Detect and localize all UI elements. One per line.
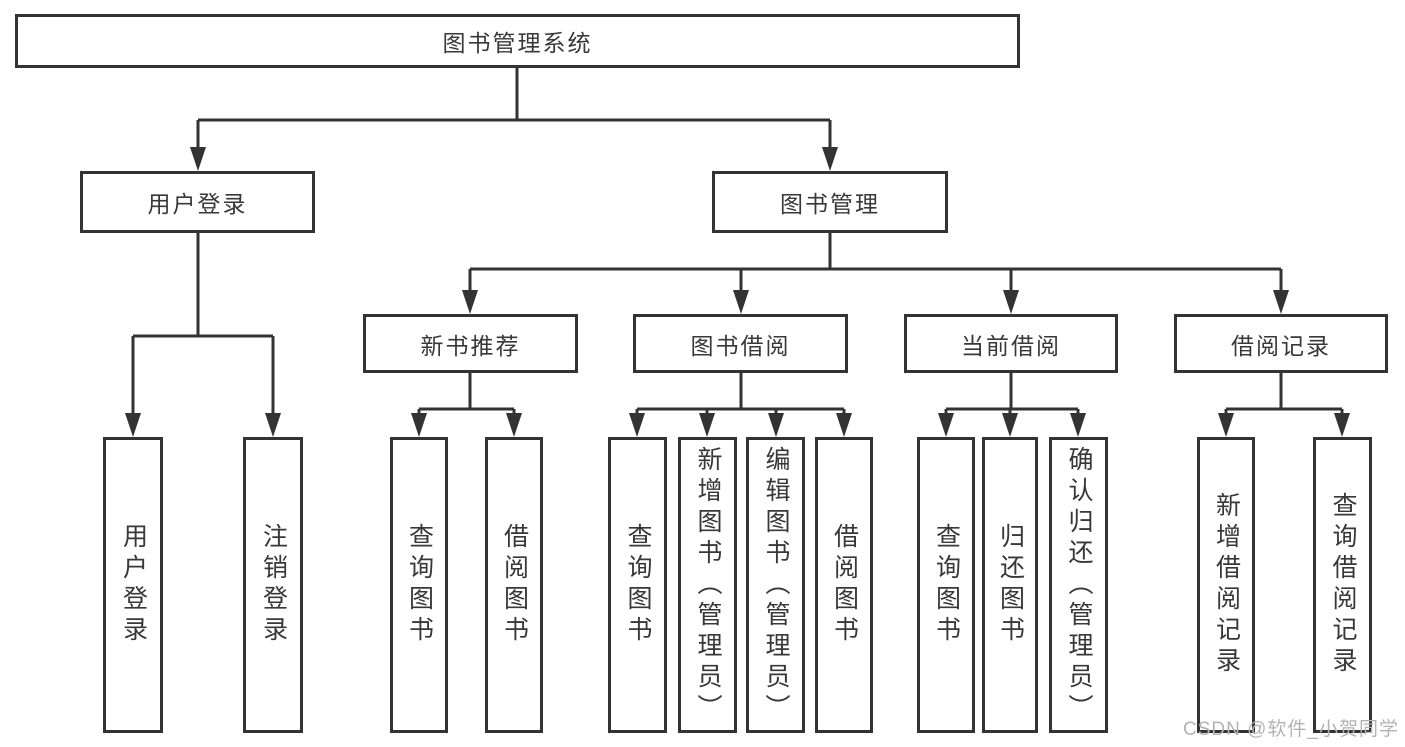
- leaf-add-borrow-record-label: 新增借阅记录: [1212, 492, 1241, 678]
- csdn-watermark: CSDN @软件_小贺同学: [1183, 719, 1399, 740]
- leaf-query-books-borrow: 查询图书: [608, 437, 667, 733]
- leaf-query-books-current-label: 查询图书: [932, 523, 961, 647]
- leaf-confirm-return-admin: 确认归还（管理员）: [1049, 437, 1108, 733]
- leaf-logout: 注销登录: [243, 437, 303, 733]
- leaf-query-books-recommend: 查询图书: [390, 437, 448, 733]
- leaf-edit-books-admin-label: 编辑图书（管理员）: [762, 445, 790, 725]
- root-node-library-system: 图书管理系统: [15, 14, 1020, 68]
- leaf-borrow-books-recommend: 借阅图书: [485, 437, 543, 733]
- leaf-borrow-books: 借阅图书: [815, 437, 873, 733]
- node-book-borrow-label: 图书借阅: [690, 332, 791, 359]
- leaf-user-login: 用户登录: [103, 437, 163, 733]
- leaf-confirm-return-admin-label: 确认归还（管理员）: [1065, 445, 1093, 725]
- leaf-borrow-books-label: 借阅图书: [830, 523, 859, 647]
- leaf-add-borrow-record: 新增借阅记录: [1197, 437, 1255, 733]
- node-user-login: 用户登录: [80, 171, 315, 233]
- node-current-borrow: 当前借阅: [904, 314, 1118, 373]
- leaf-add-books-admin: 新增图书（管理员）: [678, 437, 737, 733]
- leaf-query-books-recommend-label: 查询图书: [405, 523, 434, 647]
- leaf-borrow-books-recommend-label: 借阅图书: [500, 523, 529, 647]
- node-borrow-records-label: 借阅记录: [1231, 332, 1331, 359]
- leaf-query-borrow-record: 查询借阅记录: [1313, 437, 1372, 733]
- leaf-return-books-label: 归还图书: [996, 523, 1025, 647]
- arrowheads: [125, 147, 1350, 437]
- node-current-borrow-label: 当前借阅: [961, 332, 1061, 359]
- node-book-management-label: 图书管理: [780, 191, 880, 217]
- node-book-borrow: 图书借阅: [633, 314, 848, 373]
- leaf-query-borrow-record-label: 查询借阅记录: [1329, 492, 1357, 678]
- node-user-login-label: 用户登录: [147, 191, 248, 217]
- node-new-book-recommend-label: 新书推荐: [420, 332, 521, 359]
- leaf-query-books-current: 查询图书: [917, 437, 975, 733]
- leaf-edit-books-admin: 编辑图书（管理员）: [746, 437, 805, 733]
- root-node-label: 图书管理系统: [442, 30, 593, 56]
- leaf-add-books-admin-label: 新增图书（管理员）: [694, 445, 722, 725]
- leaf-user-login-label: 用户登录: [119, 523, 148, 647]
- leaf-logout-label: 注销登录: [259, 523, 288, 647]
- node-book-management: 图书管理: [712, 171, 948, 233]
- leaf-return-books: 归还图书: [982, 437, 1038, 733]
- leaf-query-books-borrow-label: 查询图书: [624, 523, 652, 647]
- node-borrow-records: 借阅记录: [1174, 314, 1388, 373]
- node-new-book-recommend: 新书推荐: [363, 314, 578, 373]
